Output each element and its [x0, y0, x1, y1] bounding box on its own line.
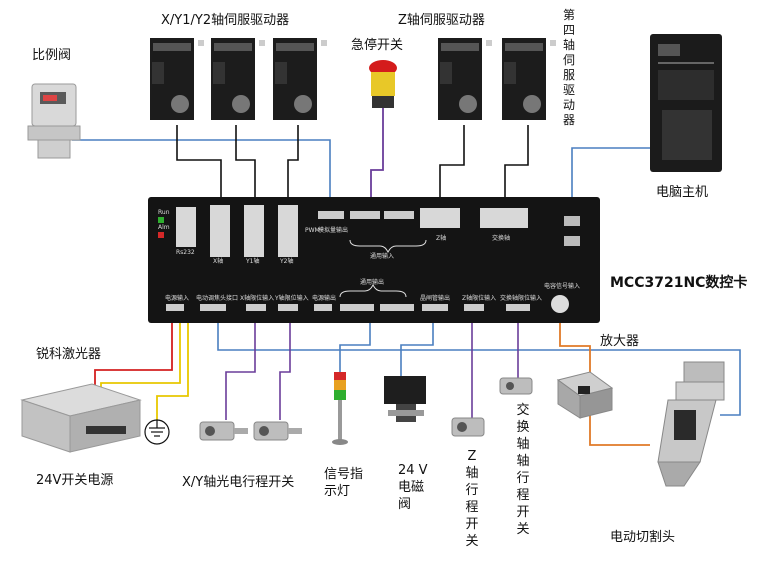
wire-cap-orange: [559, 312, 591, 373]
board-x-axis: X轴: [213, 257, 223, 265]
board-run: Run: [158, 209, 170, 216]
board-power-in: 电源输入: [165, 294, 189, 302]
board-x-limit: X轴限位输入: [240, 294, 274, 302]
wire-amp-head: [589, 415, 650, 446]
amplifier-image: [556, 371, 614, 419]
wire-x-limit: [225, 315, 256, 420]
label-solenoid-valve: 24 V电磁阀: [398, 463, 428, 512]
servo-driver-4th: [502, 38, 556, 120]
wire-y-limit: [279, 315, 291, 420]
wire-y1-servo: [235, 125, 256, 208]
wire-valve: [72, 139, 331, 205]
board-capacitance-in: 电容信号输入: [544, 282, 580, 290]
label-proportional-valve: 比例阀: [32, 48, 72, 63]
control-card-board: [148, 197, 600, 323]
board-exchange-axis: 交换轴: [492, 234, 510, 242]
board-y2-axis: Y2轴: [279, 257, 293, 265]
signal-lamp-image: [332, 372, 348, 445]
solenoid-valve-image: [384, 376, 426, 422]
label-laser: 锐科激光器: [36, 347, 102, 362]
board-z-axis: Z轴: [436, 234, 446, 242]
label-fourth-axis-servo-driver: 第四轴伺服驱动器: [562, 8, 575, 127]
servo-driver-x: [150, 38, 204, 120]
servo-driver-y1: [211, 38, 265, 120]
label-z-servo-driver: Z轴伺服驱动器: [398, 13, 485, 28]
board-exchange-limit: 交换轴限位输入: [500, 294, 542, 302]
label-xy-limit-switch: X/Y轴光电行程开关: [182, 475, 295, 490]
wire-x-servo: [176, 125, 222, 208]
y-limit-switch-image: [253, 421, 302, 441]
wire-lamp: [339, 315, 371, 372]
board-y1-axis: Y1轴: [245, 257, 259, 265]
board-pwm: PWM: [305, 227, 320, 234]
label-pc-host: 电脑主机: [656, 185, 709, 200]
wire-y2-servo: [287, 125, 299, 208]
board-power-out: 电源输出: [312, 294, 336, 302]
board-z-limit: Z轴限位输入: [462, 294, 496, 302]
board-analog-out: 模拟量输出: [318, 226, 348, 234]
servo-driver-y2: [273, 38, 327, 120]
wire-estop: [370, 108, 384, 210]
label-estop-switch: 急停开关: [351, 38, 404, 53]
label-z-limit-switch: Z轴行程开关: [465, 449, 479, 549]
wire-4th-servo: [504, 125, 529, 210]
label-psu: 24V开关电源: [36, 473, 114, 488]
x-limit-switch-image: [199, 421, 248, 441]
label-xy-servo-drivers: X/Y1/Y2轴伺服驱动器: [161, 13, 290, 28]
board-alm: Alm: [158, 224, 170, 231]
wire-solenoid: [400, 315, 434, 378]
label-cutting-head: 电动切割头: [610, 530, 676, 545]
servo-driver-z: [438, 38, 492, 120]
proportional-valve-image: [27, 83, 81, 159]
label-signal-lamp: 信号指示灯: [324, 467, 364, 499]
wire-motor-head: [217, 315, 741, 416]
cutting-head-image: [657, 361, 725, 487]
estop-image: [369, 60, 397, 108]
wire-z-servo: [439, 125, 465, 210]
board-general-out: 通用输出: [360, 278, 384, 286]
z-limit-switch-image: [451, 417, 485, 437]
label-amplifier: 放大器: [600, 334, 640, 349]
label-card-name: MCC3721NC数控卡: [610, 275, 748, 291]
label-exchange-limit-switch: 交换轴轴行程开关: [516, 403, 530, 537]
exchange-limit-switch-image: [499, 377, 533, 395]
board-general-in: 通用输入: [370, 252, 394, 260]
board-y-limit: Y轴限位输入: [274, 294, 309, 302]
psu-image: [20, 383, 142, 453]
board-solenoid-out: 晶闸管输出: [420, 294, 450, 302]
wire-earth: [156, 315, 189, 420]
pc-host-image: [650, 34, 722, 172]
earth-icon: [144, 419, 170, 445]
board-motor-detect: 电动调焦头接口: [196, 294, 238, 302]
board-rs232: Rs232: [176, 249, 195, 256]
